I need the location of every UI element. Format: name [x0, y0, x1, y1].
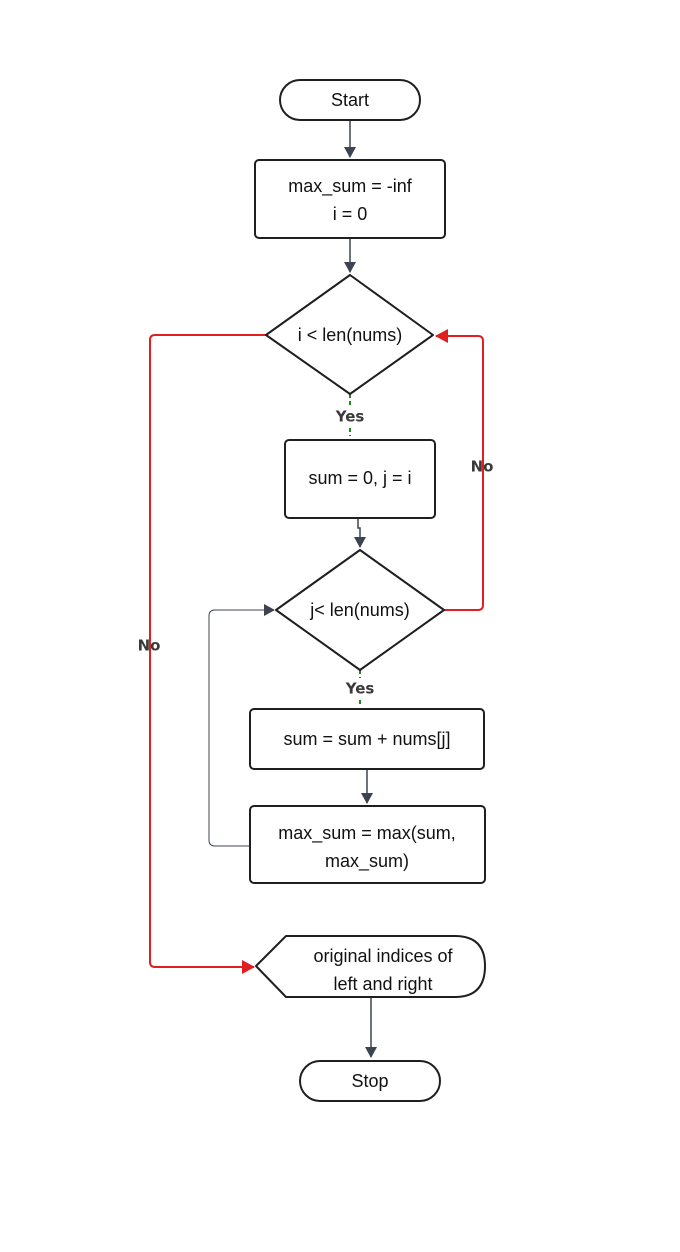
edge-cond-j-no	[435, 329, 484, 611]
edge-label-yes-i: Yes	[335, 408, 365, 426]
update-max-node: max_sum = max(sum, max_sum)	[249, 805, 486, 884]
output-label-line2: left and right	[333, 974, 432, 994]
edges	[149, 120, 484, 1058]
output-display-node: original indices of left and right	[255, 935, 486, 998]
init-label-line2: i = 0	[333, 204, 368, 224]
update-max-label-line2: max_sum)	[325, 851, 409, 872]
stop-node: Stop	[299, 1060, 441, 1102]
update-max-label-line1: max_sum = max(sum,	[278, 823, 456, 844]
update-sum-label: sum = sum + nums[j]	[283, 729, 450, 749]
edge-max-loop-back	[208, 604, 275, 847]
inner-init-node: sum = 0, j = i	[284, 439, 436, 519]
decision-i-label: i < len(nums)	[298, 325, 403, 345]
inner-init-label: sum = 0, j = i	[308, 468, 411, 488]
init-process-node: max_sum = -inf i = 0	[254, 159, 446, 239]
edge-label-yes-j: Yes	[345, 680, 375, 698]
decision-j-label: j< len(nums)	[309, 600, 410, 620]
stop-label: Stop	[351, 1071, 388, 1091]
update-sum-node: sum = sum + nums[j]	[249, 708, 485, 770]
edge-inner-to-cond-j	[354, 518, 366, 548]
init-label-line1: max_sum = -inf	[288, 176, 413, 197]
start-node: Start	[279, 79, 421, 121]
start-label: Start	[331, 90, 369, 110]
edge-label-no-i: No	[138, 637, 161, 655]
output-label-line1: original indices of	[313, 946, 453, 966]
decision-j-node: j< len(nums)	[275, 549, 445, 671]
edge-cond-i-no	[149, 334, 266, 974]
decision-i-node: i < len(nums)	[265, 274, 434, 395]
edge-label-no-j: No	[471, 458, 494, 476]
